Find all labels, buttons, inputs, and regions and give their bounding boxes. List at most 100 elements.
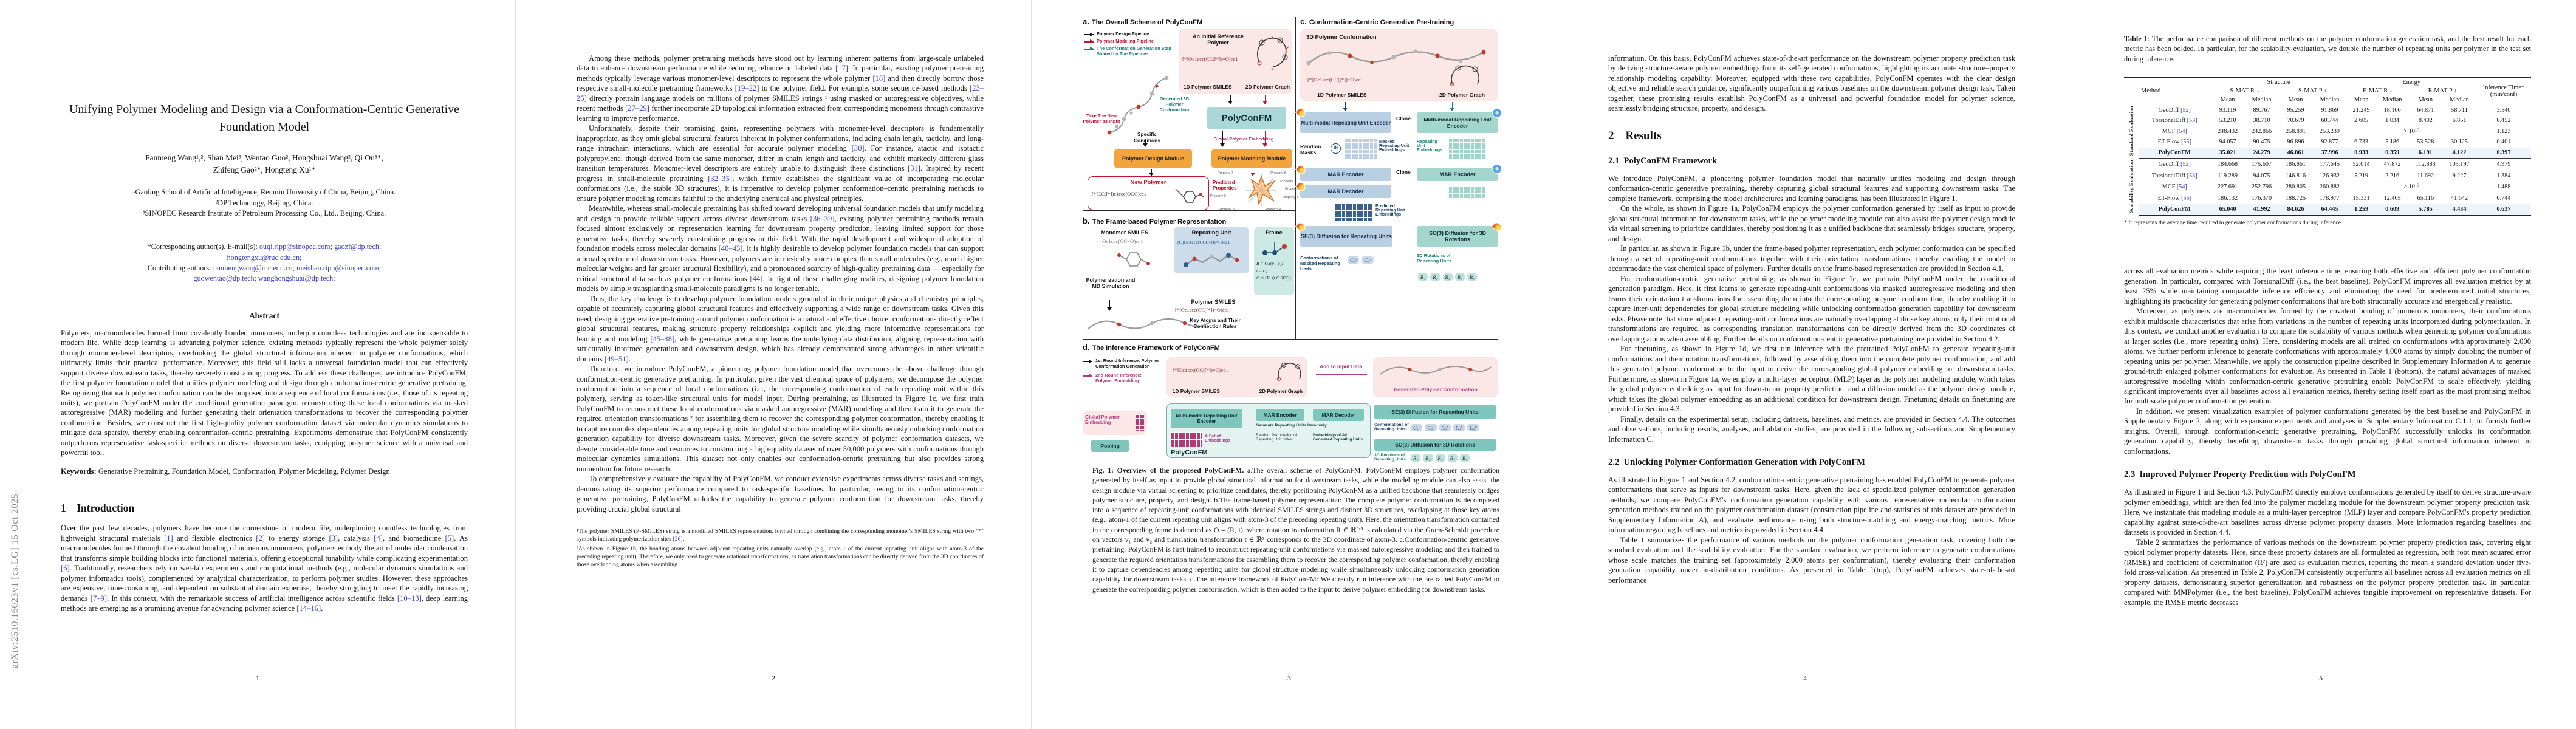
citation-link[interactable]: [30] bbox=[851, 144, 865, 153]
panel-c-lead: c. bbox=[1300, 17, 1307, 26]
metric-value: 186.132 bbox=[2218, 194, 2238, 202]
paragraph: For finetuning, as shown in Figure 1d, w… bbox=[1608, 344, 2015, 414]
citation-link[interactable]: [52] bbox=[2180, 106, 2191, 114]
citation-link[interactable]: [53] bbox=[2187, 117, 2197, 125]
polyconfm-framework-box: Multi-modal Repeating Unit Encoder MAR E… bbox=[1166, 403, 1371, 458]
inference-time-value: 0.397 bbox=[2476, 147, 2531, 159]
contributing-emails-2[interactable]: guowentao@dp.tech; wanghongshuai@dp.tech… bbox=[193, 274, 335, 283]
contributing-emails[interactable]: fanmengwang@ruc.edu.cn; meishan.ripp@sin… bbox=[213, 263, 382, 272]
citation-link[interactable]: [54] bbox=[2176, 183, 2187, 191]
table-footnote: * It represents the average time require… bbox=[2124, 219, 2343, 227]
repeating-unit-title: Repeating Unit bbox=[1191, 230, 1231, 236]
introduction-paragraph: Over the past few decades, polymers have… bbox=[61, 524, 468, 613]
corresponding-emails-2[interactable]: hongtengxu@ruc.edu.cn; bbox=[227, 253, 302, 262]
citation-link[interactable]: [18] bbox=[872, 74, 886, 83]
polymer-modeling-module: Polymer Modeling Module bbox=[1211, 149, 1292, 168]
new-polymer-box: New Polymer [*]CC([*])c1ccc(OCC)cc1 bbox=[1088, 176, 1209, 210]
citation-link[interactable]: [40–43] bbox=[718, 244, 743, 253]
citation-link[interactable]: [55] bbox=[2181, 194, 2191, 202]
citation-link[interactable]: [45–48] bbox=[650, 334, 675, 343]
radar-axis-label: Property 5 bbox=[1219, 208, 1235, 211]
table-group-energy: Energy bbox=[2402, 78, 2421, 86]
metric-value: 2.605 bbox=[2354, 117, 2369, 125]
affiliations: ¹Gaoling School of Artificial Intelligen… bbox=[61, 187, 468, 219]
so3-diffusion-box: SO(3) Diffusion for 3D Rotations bbox=[1417, 226, 1498, 247]
citation-link[interactable]: [52] bbox=[2180, 161, 2191, 168]
ru-embeddings-grid bbox=[1448, 139, 1485, 159]
panel-d-title: The Inference Framework of PolyConFM bbox=[1092, 344, 1220, 352]
metric-value: 15.331 bbox=[2352, 194, 2370, 202]
citation-link[interactable]: [5] bbox=[445, 533, 454, 542]
sub-head: Median bbox=[2312, 95, 2347, 105]
citation-link[interactable]: [49–51] bbox=[604, 354, 629, 363]
legend-second-round: 2nd Round Inference: Polymer Embedding bbox=[1095, 372, 1142, 383]
conformation-illustration bbox=[1107, 75, 1169, 135]
page-3: a.The Overall Scheme of PolyConFM Polyme… bbox=[1031, 0, 1547, 729]
second-round-arrow-icon bbox=[1083, 374, 1092, 378]
pooling-box: Pooling bbox=[1091, 440, 1129, 452]
metric-value: 253.239 bbox=[2319, 128, 2340, 135]
metric-value: 93.119 bbox=[2219, 106, 2236, 114]
inference-time-value: 1.488 bbox=[2496, 183, 2511, 191]
inference-time-value: 0.452 bbox=[2496, 117, 2511, 125]
panel-a-lead: a. bbox=[1083, 17, 1089, 26]
paragraph: Unfortunately, despite their promising g… bbox=[577, 124, 984, 203]
mar-encoder-trainable: MAR Encoder bbox=[1300, 168, 1391, 181]
radar-axis-label: Property 3 bbox=[1283, 196, 1298, 199]
paragraph: Table 2 summarizes the performance of va… bbox=[2124, 538, 2531, 607]
citation-link[interactable]: [23–25] bbox=[577, 84, 984, 103]
metric-value: 94.075 bbox=[2253, 172, 2270, 179]
graph-ring-illustration bbox=[1450, 65, 1479, 86]
citation-link[interactable]: [36–39] bbox=[810, 214, 835, 223]
citation-link[interactable]: [55] bbox=[2181, 139, 2191, 146]
subsection-heading-2-1: 2.1 PolyConFM Framework bbox=[1608, 156, 1718, 166]
metric-value: 175.607 bbox=[2251, 161, 2272, 168]
modeling-pipeline-arrow-icon bbox=[1084, 39, 1094, 44]
citation-link[interactable]: [32–35] bbox=[708, 174, 733, 183]
citation-link[interactable]: [31] bbox=[908, 164, 920, 173]
method-name: PolyConFM bbox=[2139, 147, 2211, 159]
metric-value: 188.725 bbox=[2285, 194, 2306, 202]
reference-smiles: [*]Oc1ccc(CC([*])=O)cc1 bbox=[1182, 56, 1238, 62]
citation-link[interactable]: [27–29] bbox=[625, 104, 649, 113]
citation-link[interactable]: [19–22] bbox=[735, 84, 759, 93]
clone-label: Clone bbox=[1396, 115, 1411, 122]
citation-link[interactable]: [7–9] bbox=[90, 594, 108, 603]
citation-link[interactable]: [4] bbox=[374, 533, 383, 542]
footnote-2: ²As shown in Figure 1b, the bonding atom… bbox=[577, 546, 984, 568]
citation-link[interactable]: [54] bbox=[2176, 128, 2187, 135]
metric-value: 37.996 bbox=[2312, 147, 2347, 159]
panel-d-lead: d. bbox=[1083, 343, 1090, 352]
citation-link[interactable]: [3] bbox=[329, 533, 338, 542]
polymer-design-module: Polymer Design Module bbox=[1114, 149, 1192, 168]
citation-link[interactable]: [10–13] bbox=[397, 594, 422, 603]
citation-link[interactable]: [6] bbox=[61, 564, 70, 573]
abstract-heading: Abstract bbox=[249, 310, 279, 320]
label-2d-graph-c: 2D Polymer Graph bbox=[1439, 92, 1485, 98]
page-5: Table 1: The performance comparison of d… bbox=[2063, 0, 2576, 729]
metric-value: 46.861 bbox=[2278, 147, 2313, 159]
metric-value: 94.057 bbox=[2219, 139, 2236, 146]
pipeline-legend: Polymer Design Pipeline Polymer Modeling… bbox=[1084, 31, 1175, 59]
paper-title: Unifying Polymer Modeling and Design via… bbox=[69, 103, 460, 134]
paragraph: across all evaluation metrics while requ… bbox=[2124, 267, 2531, 306]
generated-conformation-label: Generated 3D Polymer Conformation bbox=[1159, 96, 1190, 112]
frame-box: Frame R = GS(v₁, v₂) t = c₃ O = (R, t) ∈… bbox=[1254, 227, 1294, 295]
citation-link[interactable]: [1] bbox=[164, 533, 173, 542]
citation-link[interactable]: [2] bbox=[256, 533, 265, 542]
take-new-polymer-label: Take The New Polymer as Input bbox=[1083, 113, 1120, 124]
metric-value: 260.882 bbox=[2319, 183, 2340, 191]
affiliation-3: ³SINOPEC Research Institute of Petroleum… bbox=[142, 208, 386, 217]
keywords-text: Generative Pretraining, Foundation Model… bbox=[98, 467, 390, 476]
citation-link[interactable]: [26] bbox=[673, 536, 683, 543]
reference-polymer-title: An Initial Reference Polymer bbox=[1192, 33, 1244, 46]
corresponding-emails[interactable]: ouqi.ripp@sinopec.com; gaozf@dp.tech; bbox=[259, 242, 382, 252]
rotations-units-label: 3D Rotations of Repeating Units bbox=[1374, 453, 1406, 462]
new-polymer-structure bbox=[1175, 188, 1204, 203]
citation-link[interactable]: [17] bbox=[835, 64, 848, 73]
citation-link[interactable]: [44] bbox=[750, 274, 763, 283]
metric-value: 0.359 bbox=[2376, 147, 2409, 159]
citation-link[interactable]: [14–16] bbox=[296, 604, 321, 613]
citation-link[interactable]: [53] bbox=[2187, 172, 2197, 179]
